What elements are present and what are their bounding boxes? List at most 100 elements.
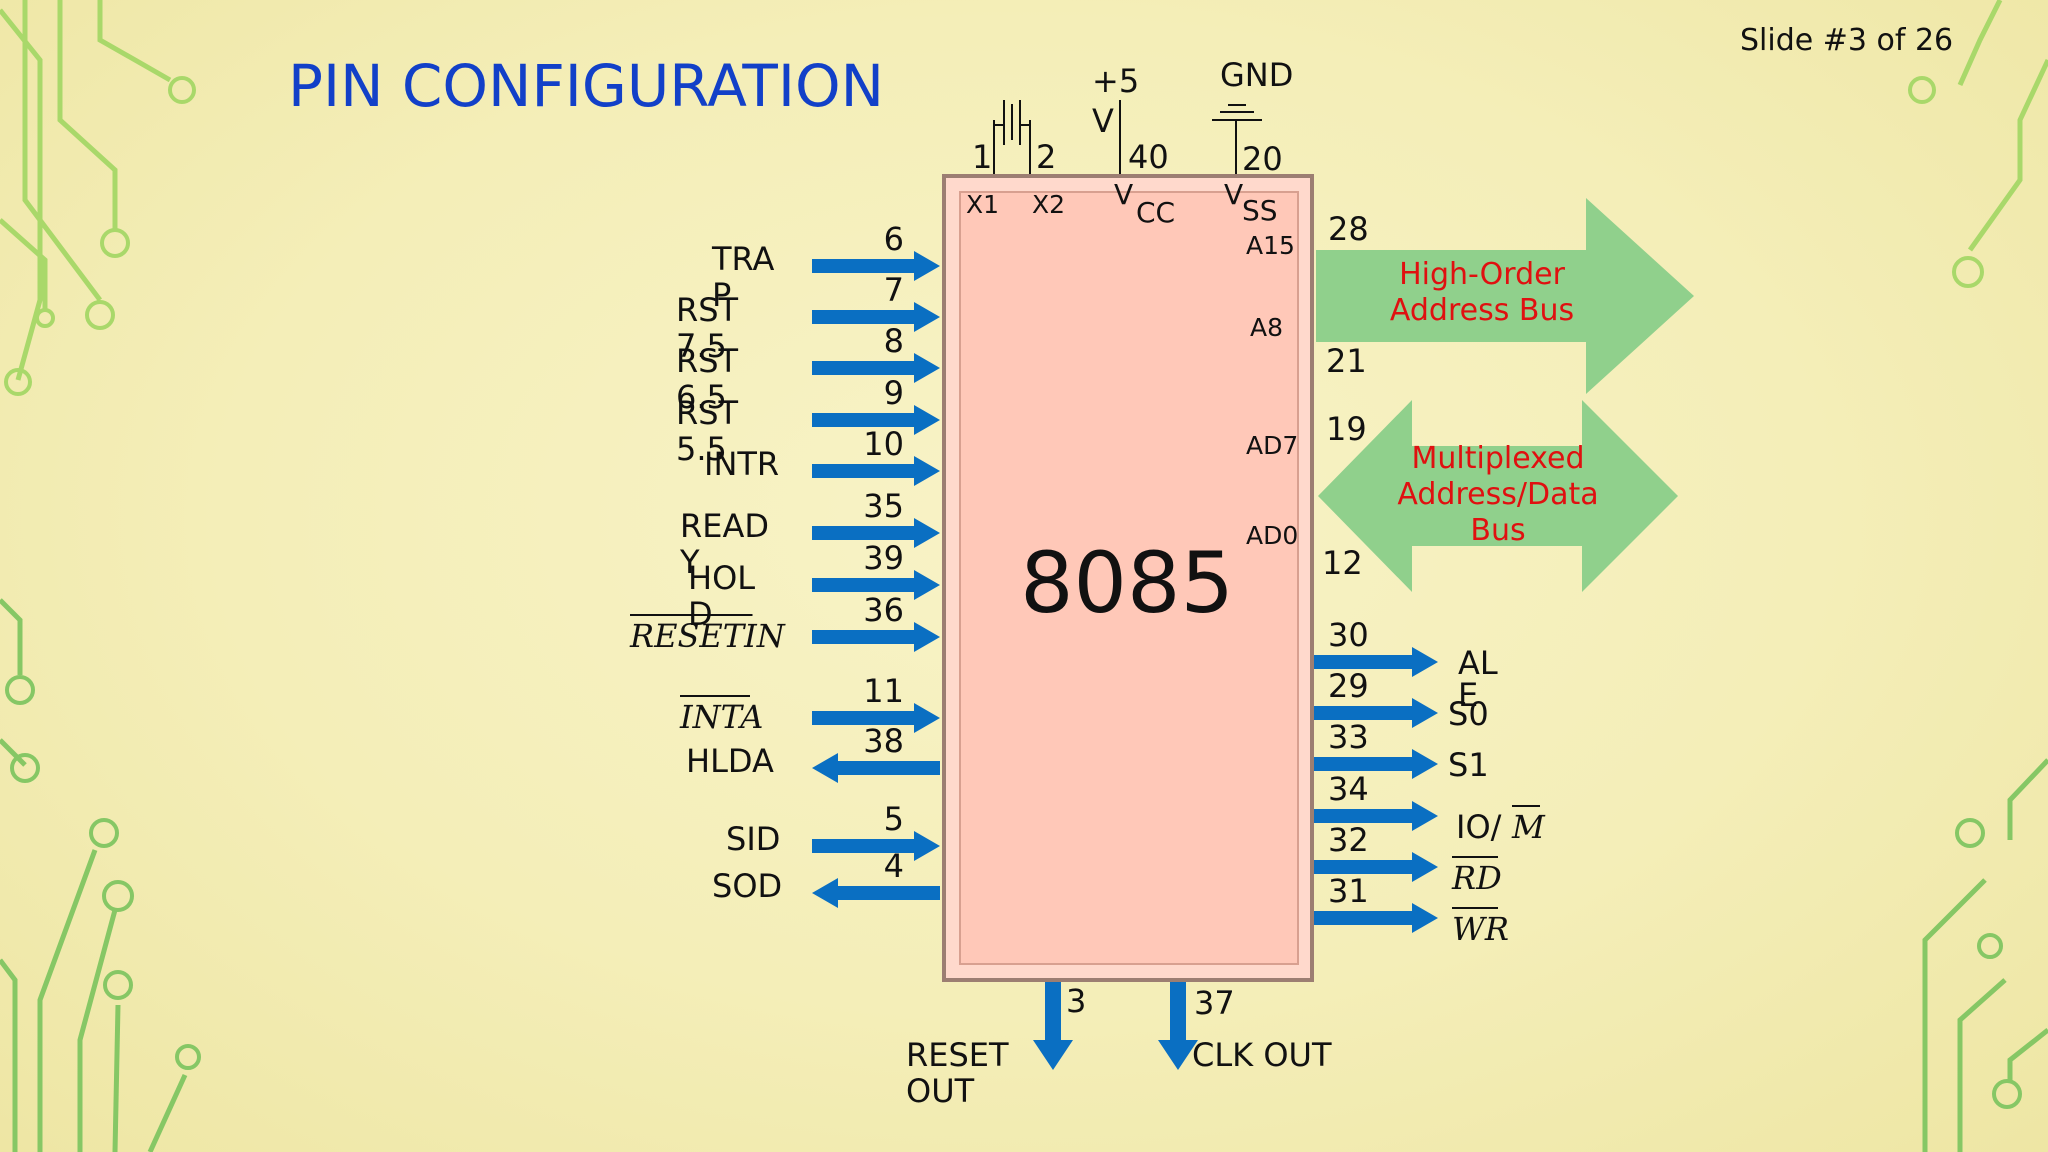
- pin-arrow-out: [1314, 749, 1438, 779]
- pin-num-x2: 2: [1036, 138, 1056, 176]
- vcc-supply-unit: V: [1092, 102, 1114, 140]
- pin-num-12: 12: [1322, 544, 1363, 582]
- pin-arrow-in: [812, 703, 940, 733]
- mux-bus-label-3: Bus: [1470, 513, 1525, 548]
- slide-indicator: Slide #3 of 26: [1740, 23, 1953, 58]
- pin-arrow-in: [812, 405, 940, 435]
- pin-number: 34: [1328, 770, 1369, 808]
- pin-arrow-out: [1314, 801, 1438, 831]
- pin-arrow-in: [812, 831, 940, 861]
- bottom-pins: 3 RESET OUT 37 CLK OUT: [906, 982, 1332, 1110]
- pin-num-x1: 1: [972, 138, 992, 176]
- pin-number: 10: [863, 425, 904, 463]
- pin-arrow-out: [1314, 903, 1438, 933]
- mux-bus-label-2: Address/Data: [1397, 477, 1598, 512]
- pin-label: READ: [680, 507, 769, 545]
- pin-number: 36: [863, 591, 904, 629]
- pin-number: 11: [863, 672, 904, 710]
- pin-arrow-in: [812, 456, 940, 486]
- pin-num-3: 3: [1066, 982, 1086, 1020]
- pin-label: S1: [1448, 746, 1489, 784]
- high-order-address-bus: High-Order Address Bus A15 A8 28 21: [1246, 198, 1694, 394]
- pin-label: RESETIN: [629, 617, 786, 655]
- pin-label: S0: [1448, 695, 1489, 733]
- gnd-label: GND: [1220, 56, 1293, 94]
- pin-label-ad0: AD0: [1246, 521, 1298, 550]
- pin-arrow-in: [812, 353, 940, 383]
- pin-label: SOD: [712, 867, 782, 905]
- pin-number: 6: [884, 220, 904, 258]
- pin-number: 32: [1328, 821, 1369, 859]
- pin-number: 30: [1328, 616, 1369, 654]
- pin-label: HLDA: [686, 742, 774, 780]
- pin-label: TRA: [711, 240, 774, 278]
- pin-label-vcc-sub: CC: [1136, 196, 1175, 229]
- pin-num-21: 21: [1326, 342, 1367, 380]
- pin-label-ad7: AD7: [1246, 431, 1298, 460]
- pin-number: 29: [1328, 667, 1369, 705]
- high-bus-label-2: Address Bus: [1390, 293, 1574, 328]
- high-order-bus-arrow: [1316, 198, 1694, 394]
- pin-arrow-out: [812, 753, 940, 783]
- pin-label-line2: 7.5: [676, 327, 727, 365]
- pin-label-a8: A8: [1250, 313, 1283, 342]
- pin-num-19: 19: [1326, 410, 1367, 448]
- pin-number: 4: [884, 847, 904, 885]
- pin-arrow-in: [812, 251, 940, 281]
- vcc-supply-label: +5: [1092, 62, 1139, 100]
- pin-number: 31: [1328, 872, 1369, 910]
- pin-number: 7: [884, 271, 904, 309]
- pin-number: 33: [1328, 718, 1369, 756]
- pin-label: RST: [676, 394, 739, 432]
- power-pins: 1 2 X1 X2 +5 V 40 V CC GND 20 V SS: [966, 56, 1293, 229]
- pin-label-line2: E: [1458, 676, 1478, 714]
- pin-label-a15: A15: [1246, 231, 1295, 260]
- pin-arrow-out: [1314, 647, 1438, 677]
- pin-number: 39: [863, 539, 904, 577]
- high-bus-label-1: High-Order: [1399, 257, 1566, 292]
- pin-number: 8: [884, 322, 904, 360]
- pin-arrow-in: [812, 622, 940, 652]
- chip-8085: 8085: [942, 174, 1314, 982]
- pin-num-vcc: 40: [1128, 138, 1169, 176]
- pin-num-28: 28: [1328, 210, 1369, 248]
- reset-out-arrow: [1033, 982, 1073, 1070]
- pin-label: WR: [1452, 910, 1509, 948]
- pin-label: INTR: [704, 445, 779, 483]
- pin-arrow-in: [812, 518, 940, 548]
- pin-arrow-in: [812, 302, 940, 332]
- pin-label-clk-out: CLK OUT: [1192, 1036, 1332, 1074]
- pin-arrow-in: [812, 570, 940, 600]
- pin-num-vss: 20: [1242, 140, 1283, 178]
- slide-title: PIN CONFIGURATION: [288, 52, 884, 120]
- pin-label: IO/: [1456, 808, 1502, 846]
- pin-label-vcc: V: [1114, 178, 1133, 211]
- mux-bus-arrow: [1318, 400, 1678, 592]
- pin-label-line2: P: [712, 276, 731, 314]
- pin-label: INTA: [679, 698, 763, 736]
- pin-label: HOL: [688, 559, 755, 597]
- clk-out-arrow: [1158, 982, 1198, 1070]
- pin-number: 38: [863, 722, 904, 760]
